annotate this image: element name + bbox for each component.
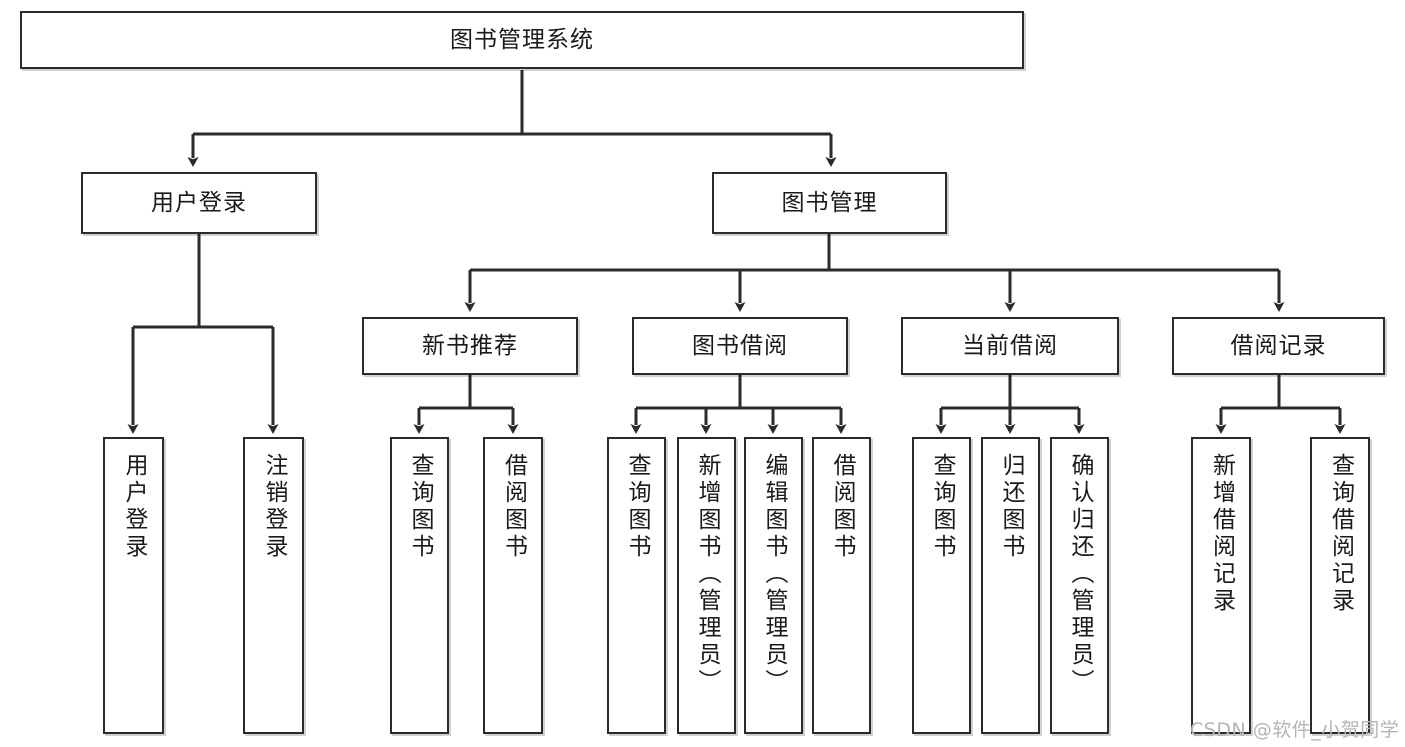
leaf-return-book-label: 归还图书 <box>998 453 1024 561</box>
leaf-query-book-borrow[interactable]: 查询图书 <box>607 437 666 734</box>
leaf-borrow-book-recommend-label: 借阅图书 <box>500 453 527 561</box>
leaf-add-book-admin[interactable]: 新增图书（管理员） <box>677 437 736 734</box>
leaf-query-book-borrow-label: 查询图书 <box>624 453 650 561</box>
leaf-add-borrow-record-label: 新增借阅记录 <box>1208 453 1235 615</box>
node-book-management-label: 图书管理 <box>781 189 878 216</box>
leaf-borrow-book[interactable]: 借阅图书 <box>812 437 871 734</box>
node-current-borrow-label: 当前借阅 <box>962 332 1058 359</box>
leaf-return-book[interactable]: 归还图书 <box>981 437 1040 734</box>
node-current-borrow[interactable]: 当前借阅 <box>901 317 1119 375</box>
leaf-user-login[interactable]: 用户登录 <box>103 437 164 734</box>
leaf-confirm-return-admin-label: 确认归还（管理员） <box>1067 453 1093 696</box>
leaf-query-book-current[interactable]: 查询图书 <box>912 437 971 734</box>
leaf-logout[interactable]: 注销登录 <box>243 437 304 734</box>
node-borrow-record-label: 借阅记录 <box>1230 332 1327 359</box>
node-book-borrow-label: 图书借阅 <box>692 332 788 359</box>
node-root-label: 图书管理系统 <box>450 26 594 53</box>
leaf-query-book-current-label: 查询图书 <box>929 453 955 561</box>
node-book-management[interactable]: 图书管理 <box>712 172 947 234</box>
leaf-edit-book-admin[interactable]: 编辑图书（管理员） <box>744 437 803 734</box>
node-borrow-record[interactable]: 借阅记录 <box>1172 317 1385 375</box>
node-new-book-recommend-label: 新书推荐 <box>422 332 518 359</box>
leaf-borrow-book-label: 借阅图书 <box>829 453 855 561</box>
node-new-book-recommend[interactable]: 新书推荐 <box>362 317 578 375</box>
leaf-add-borrow-record[interactable]: 新增借阅记录 <box>1191 437 1251 734</box>
leaf-query-borrow-record[interactable]: 查询借阅记录 <box>1310 437 1370 734</box>
node-book-borrow[interactable]: 图书借阅 <box>632 317 848 375</box>
leaf-query-book-recommend[interactable]: 查询图书 <box>390 437 449 734</box>
leaf-borrow-book-recommend[interactable]: 借阅图书 <box>483 437 543 734</box>
leaf-confirm-return-admin[interactable]: 确认归还（管理员） <box>1050 437 1109 734</box>
leaf-edit-book-admin-label: 编辑图书（管理员） <box>761 453 787 696</box>
leaf-add-book-admin-label: 新增图书（管理员） <box>694 453 720 696</box>
leaf-query-book-recommend-label: 查询图书 <box>407 453 433 561</box>
node-user-login[interactable]: 用户登录 <box>81 172 317 234</box>
leaf-query-borrow-record-label: 查询借阅记录 <box>1327 453 1354 615</box>
node-user-login-label: 用户登录 <box>151 189 247 216</box>
node-root[interactable]: 图书管理系统 <box>20 11 1024 69</box>
leaf-user-login-label: 用户登录 <box>121 453 147 561</box>
leaf-logout-label: 注销登录 <box>261 453 287 561</box>
